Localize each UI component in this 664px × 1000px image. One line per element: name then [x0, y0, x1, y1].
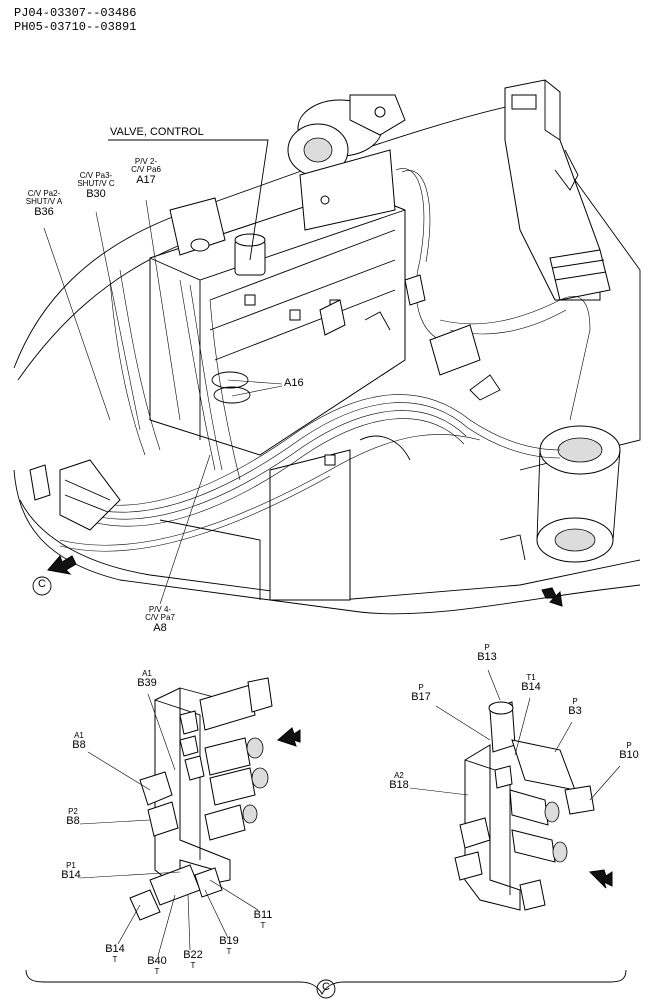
footer-view-c-letter: C: [322, 981, 330, 993]
view-c-arrow: [47, 555, 77, 575]
callout-b30: C/V Pa3- SHUT/V C B30: [77, 171, 115, 200]
a17-leader: [145, 199, 181, 421]
b39-leader: [147, 693, 176, 771]
callout-b36: C/V Pa2- SHUT/V A B36: [25, 189, 63, 218]
b14-t1-leader: [514, 697, 531, 756]
footer-view-c-circle: [316, 979, 336, 999]
b18-leader: [409, 787, 469, 796]
serial-range-1: PJ04-03307--03486: [14, 6, 137, 20]
callout-a8: P/V 4- C/V Pa7 A8: [145, 605, 175, 634]
callout-b10: P B10: [619, 741, 639, 762]
callout-b17: P B17: [411, 683, 431, 704]
callout-b14-t: B14 T: [105, 943, 125, 964]
b8-p2-leader: [79, 819, 151, 825]
b13-leader: [487, 669, 501, 701]
b40-leader: [157, 894, 176, 957]
callout-b8-p2: P2 B8: [66, 807, 80, 828]
left-manifold-drawing: [129, 677, 273, 921]
view-c-circle: [32, 576, 52, 596]
direction-arrow-upper: [541, 587, 563, 607]
b14-t-leader: [117, 904, 141, 945]
b17-leader: [435, 705, 491, 741]
valve-control-leader: [108, 139, 269, 261]
view-c-brace: [25, 969, 627, 996]
callout-b14-p1: P1 B14: [61, 861, 81, 882]
callout-b14-t1: T1 B14: [521, 673, 541, 694]
callout-b19: B19 T: [219, 935, 239, 956]
upper-frame-drawing: [13, 79, 641, 615]
callout-b3: P B3: [568, 697, 582, 718]
right-manifold-drawing: [454, 701, 595, 911]
callout-b8-a1: A1 B8: [72, 731, 86, 752]
direction-arrow-right-detail: [588, 869, 613, 889]
callout-b39: A1 B39: [137, 669, 157, 690]
valve-control-label: VALVE, CONTROL: [110, 126, 204, 138]
callout-a16: A16: [284, 377, 304, 389]
b19-leader: [204, 889, 229, 939]
a16-leader: [227, 379, 283, 397]
callout-b18: A2 B18: [389, 771, 409, 792]
callout-b13: P B13: [477, 643, 497, 664]
direction-arrow-left-detail: [277, 727, 301, 747]
callout-b40: B40 T: [147, 955, 167, 976]
view-c-letter: C: [38, 578, 46, 590]
b14-p1-leader: [79, 871, 181, 879]
b30-leader: [95, 211, 141, 431]
callout-b22: B22 T: [183, 949, 203, 970]
b3-leader: [554, 721, 573, 753]
callout-a17: P/V 2- C/V Pa6 A17: [131, 157, 161, 186]
a8-leader: [159, 454, 211, 605]
callout-b11: B11 T: [253, 909, 273, 930]
b36-leader: [43, 227, 111, 421]
serial-range-2: PH05-03710--03891: [14, 20, 137, 34]
b10-leader: [589, 765, 621, 801]
b8-a1-leader: [87, 751, 151, 791]
b22-leader: [187, 894, 191, 951]
b11-leader: [209, 879, 259, 911]
